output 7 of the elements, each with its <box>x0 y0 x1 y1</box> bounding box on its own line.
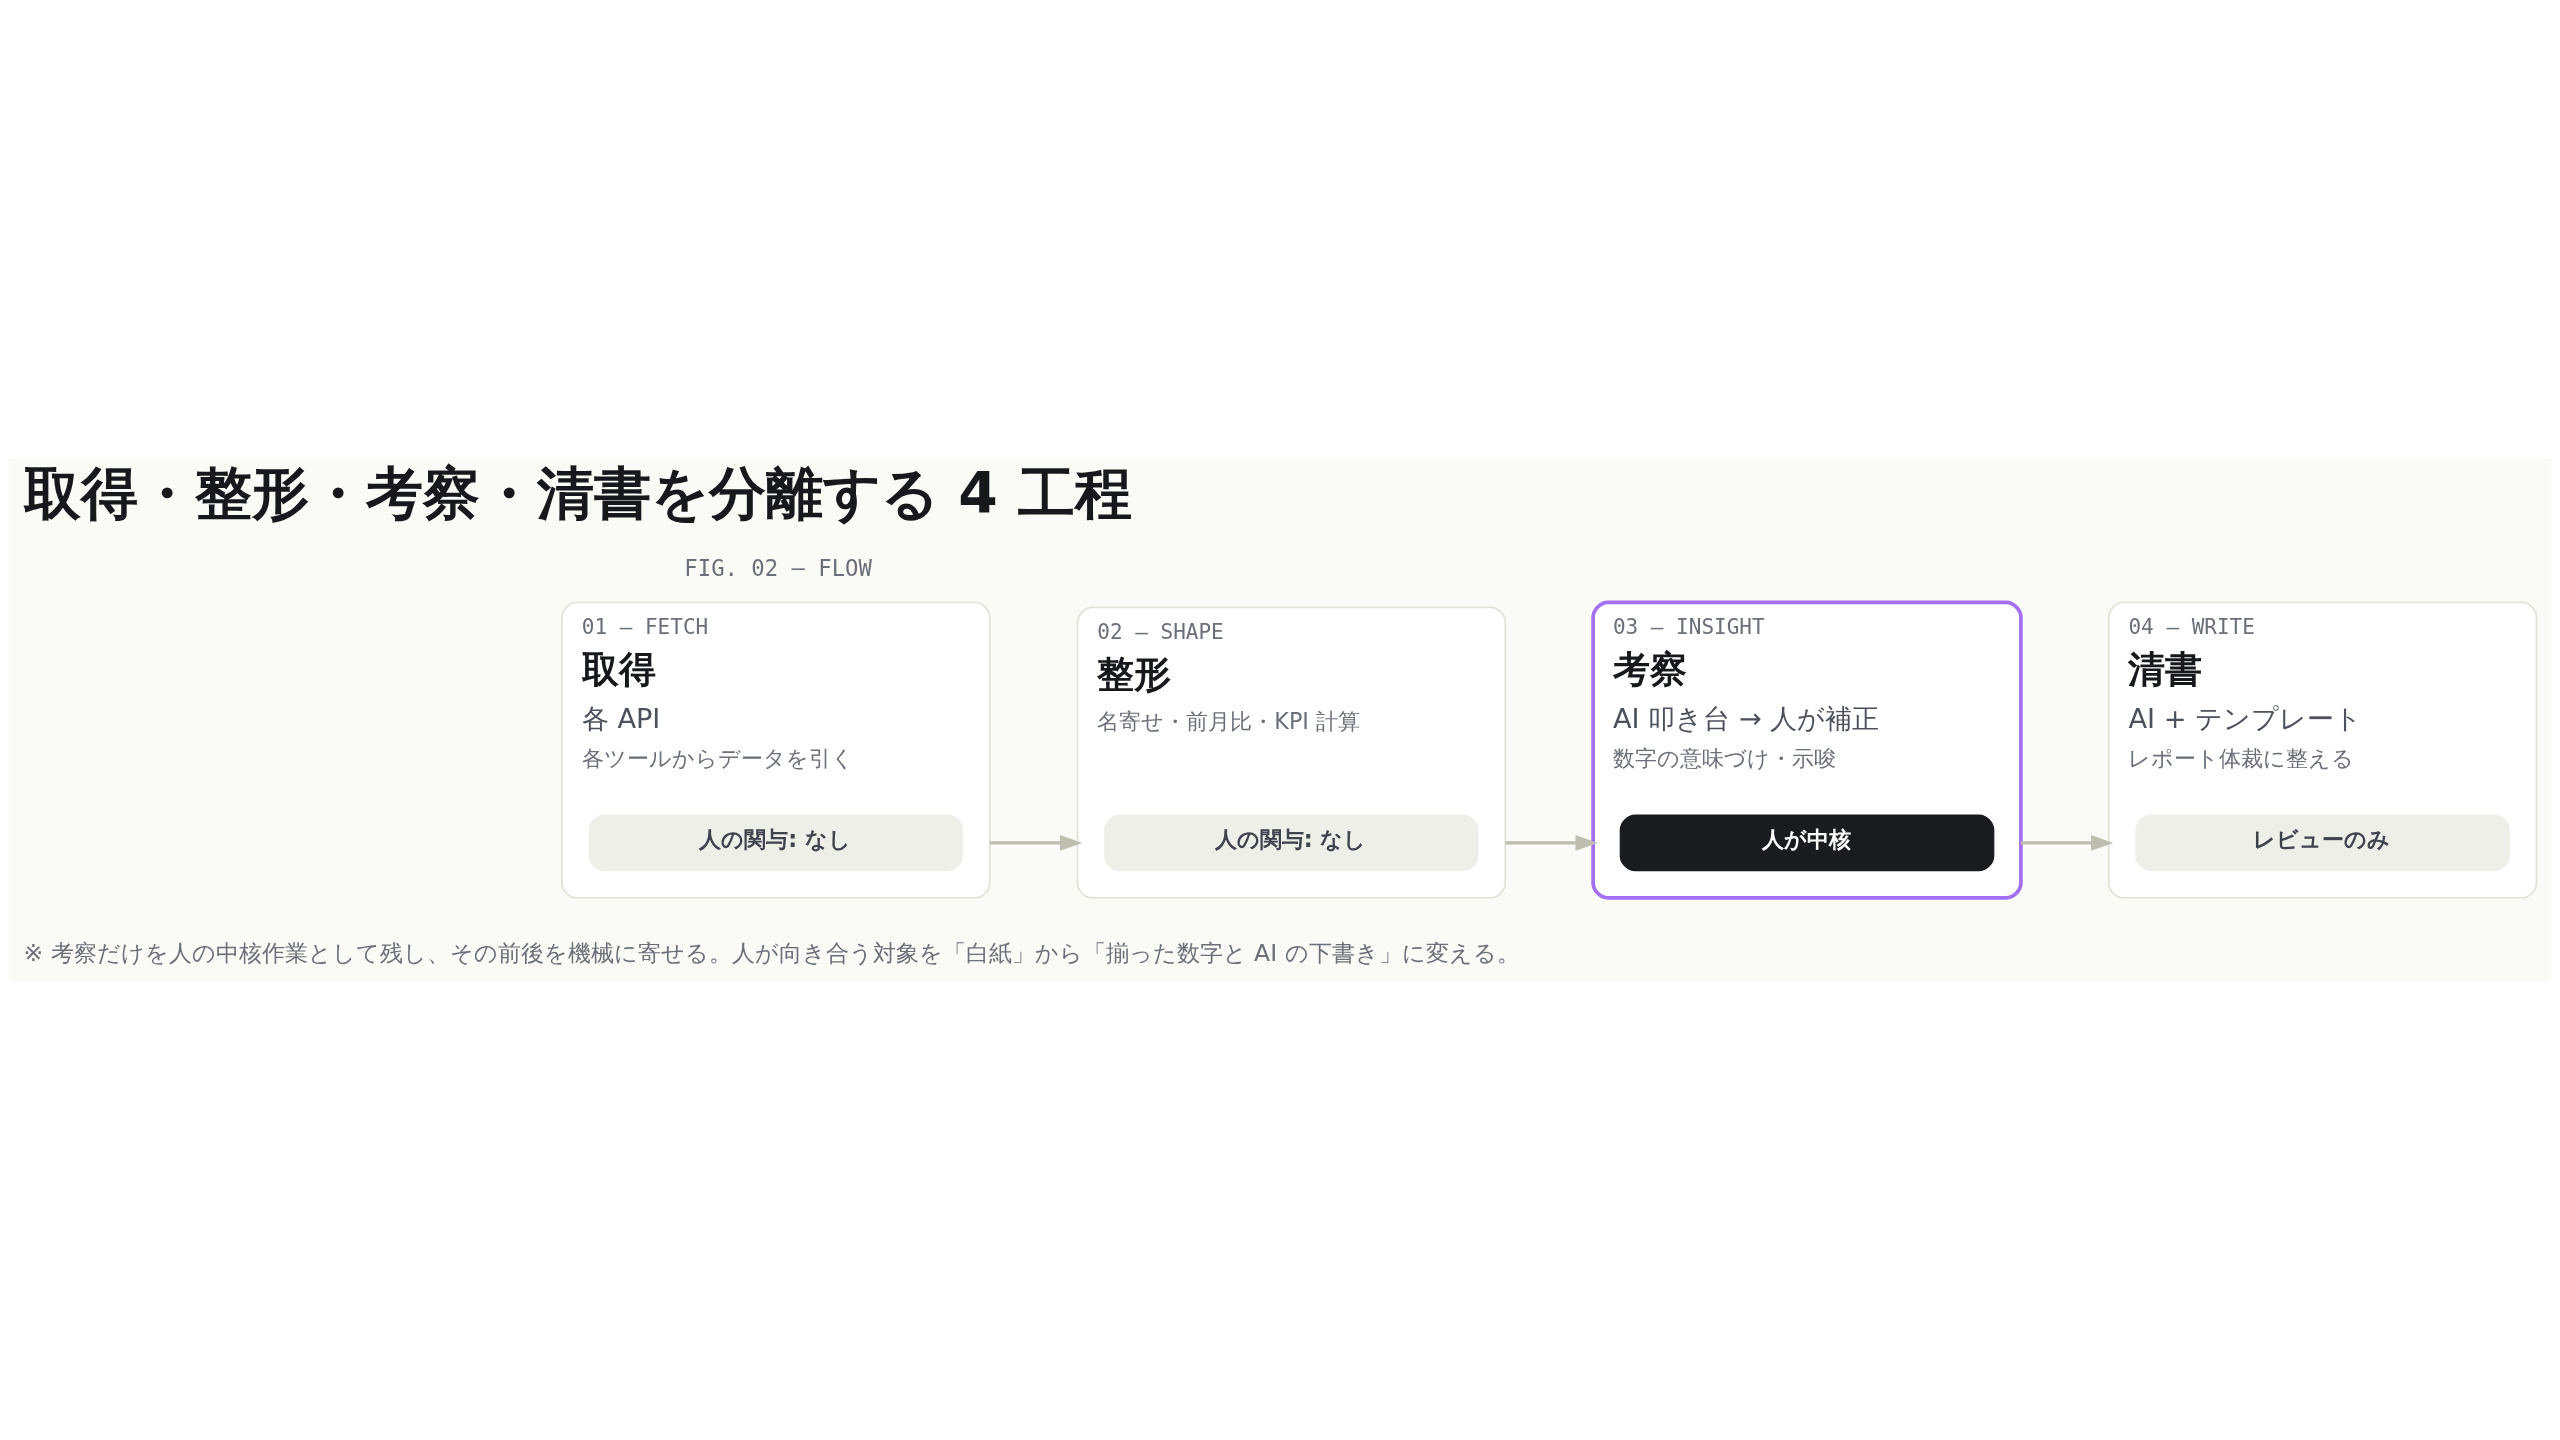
label: FIG. 02 — FLOW <box>684 554 872 581</box>
label: ※ 考察だけを人の中核作業として残し、その前後を機械に寄せる。人が向き合う対象を「白紙」から「揃った数字と AI の下書き」に変える。 <box>23 938 1520 967</box>
arrow <box>1505 834 1598 851</box>
arrow <box>2020 834 2114 851</box>
diagram-title: 取得・整形・考察・清書を分離する 4 工程 <box>23 459 1132 526</box>
arrow <box>989 834 1083 851</box>
node-box: 人が中核 <box>1619 813 1995 871</box>
